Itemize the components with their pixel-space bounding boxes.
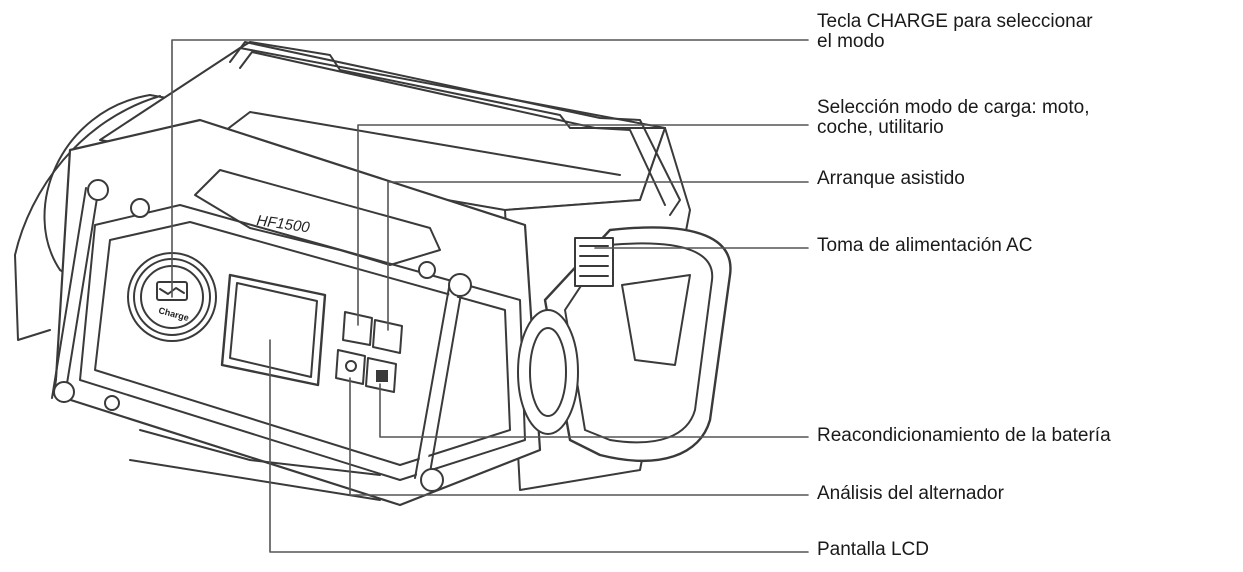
right-handle — [517, 226, 732, 462]
label-charge-key-line2: el modo — [817, 31, 885, 52]
leader-alternator — [349, 377, 809, 496]
label-lcd: Pantalla LCD — [817, 539, 929, 560]
leader-reconditioning — [379, 383, 809, 438]
leader-charge-key — [171, 39, 809, 298]
label-reconditioning: Reacondicionamiento de la batería — [817, 425, 1111, 446]
label-charge-key-line1: Tecla CHARGE para seleccionar — [817, 11, 1093, 32]
label-assisted-start: Arranque asistido — [817, 168, 965, 189]
label-charge-mode-line1: Selección modo de carga: moto, — [817, 97, 1090, 118]
label-charge-key: Tecla CHARGE para seleccionar el modo — [817, 12, 1093, 52]
leader-lines — [171, 39, 809, 553]
mode-buttons-graphic — [335, 311, 403, 393]
leader-charge-mode — [357, 124, 809, 326]
lcd-screen-graphic — [220, 273, 327, 387]
top-handle — [229, 41, 681, 216]
leader-lcd — [269, 339, 809, 553]
label-alternator: Análisis del alternador — [817, 483, 1004, 504]
label-charge-mode-line2: coche, utilitario — [817, 117, 944, 138]
label-charge-mode: Selección modo de carga: moto, coche, ut… — [817, 98, 1090, 138]
label-ac-socket: Toma de alimentación AC — [817, 235, 1033, 256]
leader-assisted-start — [387, 181, 809, 331]
front-handle-posts — [51, 179, 472, 492]
